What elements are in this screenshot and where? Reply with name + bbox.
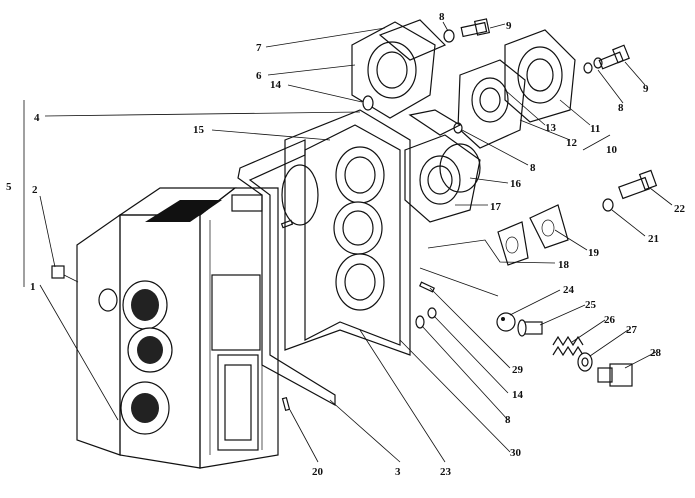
washer-27 [577, 352, 593, 372]
callout-27: 27 [626, 324, 638, 336]
callout-labels: 1 2 3 4 5 6 7 8 8 8 8 9 9 10 11 12 13 14… [6, 11, 686, 478]
bearing-cover-lower [404, 134, 481, 223]
ball-24 [496, 312, 516, 332]
spring-26 [552, 335, 584, 357]
bolt-right [583, 44, 630, 74]
callout-15: 15 [193, 124, 205, 136]
callout-1: 1 [30, 281, 36, 293]
callout-14-upper: 14 [270, 79, 282, 91]
callout-19: 19 [588, 247, 600, 259]
callout-30: 30 [510, 447, 522, 459]
callout-14-lower: 14 [512, 389, 524, 401]
cover-plate-18 [497, 221, 529, 266]
callout-3: 3 [395, 466, 401, 478]
dowel-20 [281, 396, 291, 412]
dowel-15 [280, 219, 294, 229]
callout-8-lower: 8 [505, 414, 511, 426]
callout-13: 13 [545, 122, 557, 134]
callout-9-upper: 9 [506, 20, 512, 32]
nut-washer-30 [415, 307, 437, 329]
callout-17: 17 [490, 201, 502, 213]
callout-8-right: 8 [618, 102, 624, 114]
callout-8-mid: 8 [530, 162, 536, 174]
callout-6: 6 [256, 70, 262, 82]
callout-21: 21 [648, 233, 659, 245]
callout-8-upper: 8 [439, 11, 445, 23]
callout-9-right: 9 [643, 83, 649, 95]
bolt-22 [602, 169, 658, 212]
transmission-housing [76, 187, 279, 469]
plunger-25 [517, 319, 543, 337]
callout-28: 28 [650, 347, 662, 359]
callout-2: 2 [32, 184, 38, 196]
callout-4: 4 [34, 112, 40, 124]
callout-12: 12 [566, 137, 578, 149]
callout-23: 23 [440, 466, 452, 478]
pin-29 [419, 281, 435, 293]
bolt-upper [443, 18, 491, 43]
housing-gasket [237, 139, 336, 407]
plug-28 [597, 363, 633, 387]
end-cap-14 [362, 95, 463, 136]
cover-plate-19 [529, 204, 569, 249]
callout-11: 11 [590, 123, 600, 135]
callout-25: 25 [585, 299, 597, 311]
plug-2 [51, 265, 79, 283]
callout-26: 26 [604, 314, 616, 326]
callout-16: 16 [510, 178, 522, 190]
callout-29: 29 [512, 364, 524, 376]
cover-plate [281, 109, 411, 356]
bearing-cover-upper [351, 19, 447, 119]
callout-18: 18 [558, 259, 570, 271]
callout-7: 7 [256, 42, 262, 54]
callout-10: 10 [606, 144, 618, 156]
callout-24: 24 [563, 284, 575, 296]
callout-22: 22 [674, 203, 686, 215]
callout-20: 20 [312, 466, 324, 478]
callout-5: 5 [6, 181, 12, 193]
bearing-housing-right [457, 29, 576, 149]
leader-lines [23, 21, 673, 463]
